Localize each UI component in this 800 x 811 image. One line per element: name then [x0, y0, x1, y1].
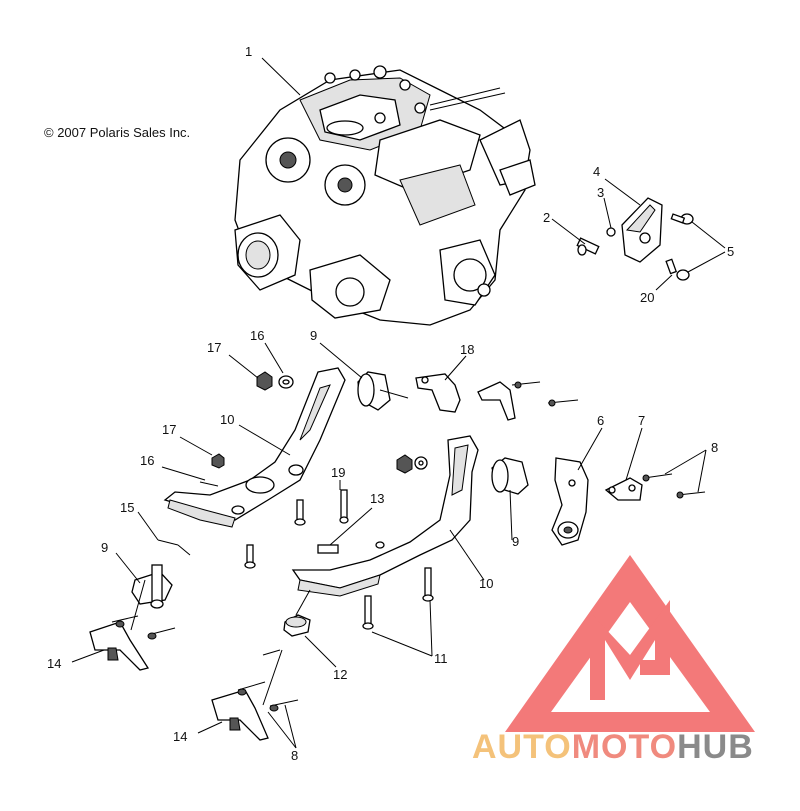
callout-9-left: 9	[101, 540, 108, 555]
callout-13: 13	[370, 491, 384, 506]
bolt-5a	[670, 213, 694, 225]
callout-11: 11	[434, 651, 448, 666]
bolts-8	[642, 473, 706, 499]
bracket-18	[415, 373, 579, 421]
logo-mg-mark-icon	[590, 600, 670, 700]
callout-4: 4	[593, 164, 600, 179]
callout-3: 3	[597, 185, 604, 200]
callout-16-left: 16	[140, 453, 154, 468]
callout-7: 7	[638, 413, 645, 428]
spacer-13	[317, 544, 339, 554]
bracket-6	[551, 457, 589, 546]
bolt-19	[339, 489, 349, 524]
callout-20: 20	[640, 290, 654, 305]
isolator-mount-9-left	[131, 564, 173, 609]
plate-14-lower	[211, 681, 299, 741]
nut-3	[606, 227, 616, 237]
callout-16-upper: 16	[250, 328, 264, 343]
callout-14-lower: 14	[173, 729, 187, 744]
bolt-under-bracket-b	[244, 544, 256, 569]
callout-9-upper: 9	[310, 328, 317, 343]
callout-14-upper: 14	[47, 656, 61, 671]
isolator-mount-9-upper	[357, 371, 409, 411]
watermark-brand: AUTOMOTOHUB	[472, 728, 754, 766]
bolt-under-bracket-a	[294, 499, 306, 526]
engine-assembly	[234, 65, 536, 326]
callout-12: 12	[333, 667, 347, 682]
callout-5: 5	[727, 244, 734, 259]
mount-bracket-10-right	[291, 435, 479, 597]
callout-17-upper: 17	[207, 340, 221, 355]
callout-8-lower: 8	[291, 748, 298, 763]
plate-7	[604, 477, 643, 501]
washer-16-left	[199, 481, 219, 487]
nut-center	[396, 454, 413, 474]
callout-8-right: 8	[711, 440, 718, 455]
callout-18: 18	[460, 342, 474, 357]
bolt-5b	[665, 258, 690, 281]
callout-10-left: 10	[220, 412, 234, 427]
mount-bracket-10-left	[163, 367, 346, 528]
bumper-12	[283, 614, 311, 637]
watermark-hub: HUB	[677, 728, 754, 766]
plate-14-upper	[89, 615, 176, 671]
spacer-15	[157, 539, 179, 546]
isolator-mount-9-right	[491, 457, 529, 495]
nut-17-left	[211, 453, 225, 469]
automotohub-logo	[505, 555, 755, 732]
callout-10-right: 10	[479, 576, 493, 591]
watermark-moto: MOTO	[572, 728, 677, 766]
callout-1: 1	[245, 44, 252, 59]
engine-mount-bracket	[621, 197, 663, 263]
callout-9-right: 9	[512, 534, 519, 549]
callout-19: 19	[331, 465, 345, 480]
callout-15: 15	[120, 500, 134, 515]
washer-16-upper	[278, 375, 294, 389]
watermark-auto: AUTO	[472, 728, 572, 766]
bolts-11	[362, 567, 434, 630]
nut-17-upper	[256, 371, 273, 391]
leader-lines	[71, 57, 726, 749]
callout-17-left: 17	[162, 422, 176, 437]
logo-triangle-icon	[505, 555, 755, 732]
washer-center	[414, 456, 428, 470]
callout-2: 2	[543, 210, 550, 225]
copyright-text: © 2007 Polaris Sales Inc.	[44, 125, 190, 140]
callout-6: 6	[597, 413, 604, 428]
